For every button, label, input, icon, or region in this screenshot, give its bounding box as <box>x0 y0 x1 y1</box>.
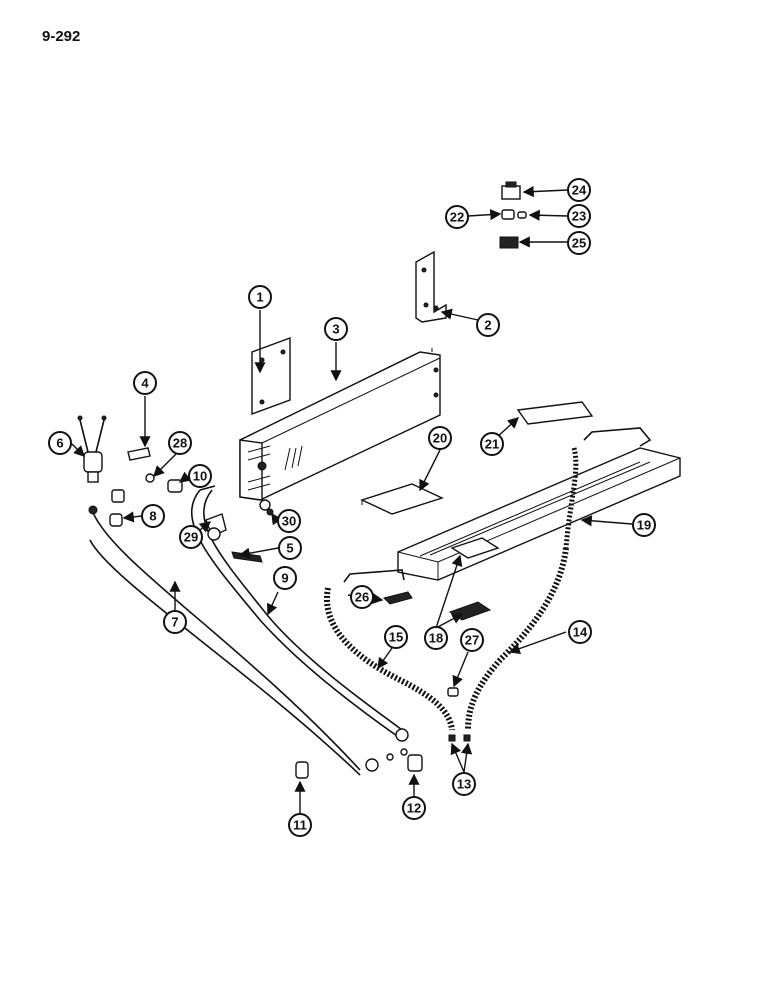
pressure-switch <box>77 415 151 515</box>
callout-28: 28 <box>168 431 192 455</box>
svg-text:29: 29 <box>184 530 198 545</box>
svg-text:24: 24 <box>572 183 587 198</box>
refrigerant-hoses <box>89 485 409 776</box>
svg-text:21: 21 <box>485 437 499 452</box>
svg-text:9: 9 <box>281 571 288 586</box>
callout-2: 2 <box>476 313 500 337</box>
heater-tray <box>343 427 681 621</box>
svg-text:19: 19 <box>637 518 651 533</box>
callout-30: 30 <box>277 509 301 533</box>
callout-15: 15 <box>384 625 408 649</box>
svg-text:12: 12 <box>407 801 421 816</box>
callout-18: 18 <box>424 626 448 650</box>
svg-text:10: 10 <box>193 469 207 484</box>
svg-text:8: 8 <box>149 509 156 524</box>
callout-14: 14 <box>568 620 592 644</box>
callout-21: 21 <box>480 432 504 456</box>
callout-5: 5 <box>278 536 302 560</box>
callout-26: 26 <box>350 585 374 609</box>
mounting-bracket-right <box>415 250 447 323</box>
mounting-bracket-left <box>251 336 291 416</box>
callout-8: 8 <box>141 504 165 528</box>
callout-1: 1 <box>248 285 272 309</box>
svg-text:30: 30 <box>282 514 296 529</box>
svg-text:23: 23 <box>572 209 586 224</box>
svg-text:6: 6 <box>56 436 63 451</box>
svg-text:26: 26 <box>355 590 369 605</box>
callout-24: 24 <box>567 178 591 202</box>
callout-29: 29 <box>179 525 203 549</box>
callout-25: 25 <box>567 231 591 255</box>
svg-text:5: 5 <box>286 541 293 556</box>
callout-13: 13 <box>452 772 476 796</box>
relay-and-fasteners <box>499 181 527 249</box>
svg-text:1: 1 <box>256 290 263 305</box>
svg-text:28: 28 <box>173 436 187 451</box>
callout-4: 4 <box>133 371 157 395</box>
svg-text:25: 25 <box>572 236 586 251</box>
page-number: 9-292 <box>42 28 81 45</box>
svg-text:20: 20 <box>433 431 447 446</box>
callout-23: 23 <box>567 204 591 228</box>
callout-10: 10 <box>188 464 212 488</box>
svg-text:7: 7 <box>171 615 178 630</box>
svg-text:22: 22 <box>450 210 464 225</box>
callout-3: 3 <box>324 317 348 341</box>
callout-20: 20 <box>428 426 452 450</box>
evaporator-housing <box>239 348 441 511</box>
callout-9: 9 <box>273 566 297 590</box>
insulation-pads <box>360 401 594 515</box>
leader-lines <box>71 185 633 814</box>
callout-22: 22 <box>445 205 469 229</box>
svg-text:3: 3 <box>332 322 339 337</box>
callout-27: 27 <box>460 628 484 652</box>
svg-text:13: 13 <box>457 777 471 792</box>
callout-7: 7 <box>163 610 187 634</box>
svg-text:2: 2 <box>484 318 491 333</box>
callout-12: 12 <box>402 796 426 820</box>
svg-text:18: 18 <box>429 631 443 646</box>
svg-text:14: 14 <box>573 625 588 640</box>
svg-text:4: 4 <box>141 376 149 391</box>
callout-6: 6 <box>48 431 72 455</box>
svg-text:11: 11 <box>293 818 307 833</box>
svg-text:15: 15 <box>389 630 403 645</box>
svg-text:27: 27 <box>465 633 479 648</box>
callout-19: 19 <box>632 513 656 537</box>
drain-hoses <box>323 447 579 742</box>
callout-11: 11 <box>288 813 312 837</box>
